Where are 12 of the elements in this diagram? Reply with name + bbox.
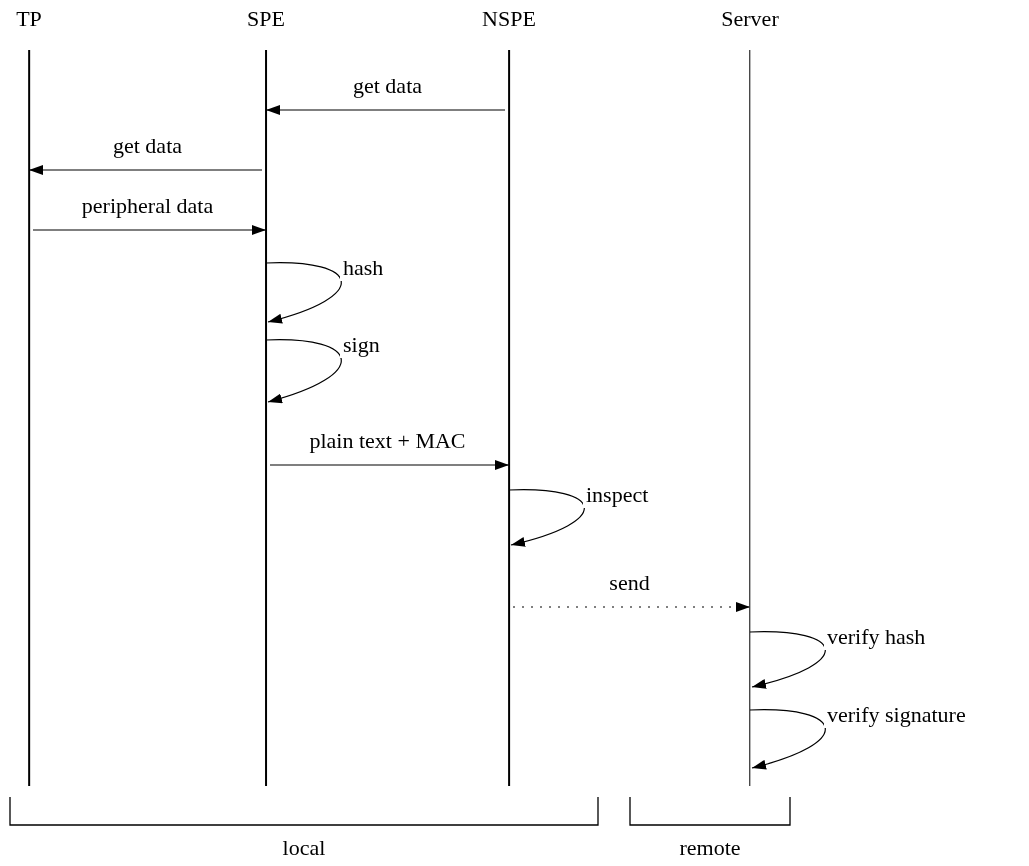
arrow <box>265 262 342 323</box>
arrow <box>32 225 267 235</box>
arrow <box>28 165 263 175</box>
bracket-label: remote <box>679 835 741 861</box>
arrow <box>265 105 506 115</box>
bracket-label: local <box>282 835 326 861</box>
arrow <box>749 709 826 770</box>
arrow <box>512 602 751 612</box>
arrow <box>749 631 826 689</box>
arrow <box>508 489 585 547</box>
arrow <box>269 460 510 470</box>
arrow <box>265 339 342 403</box>
